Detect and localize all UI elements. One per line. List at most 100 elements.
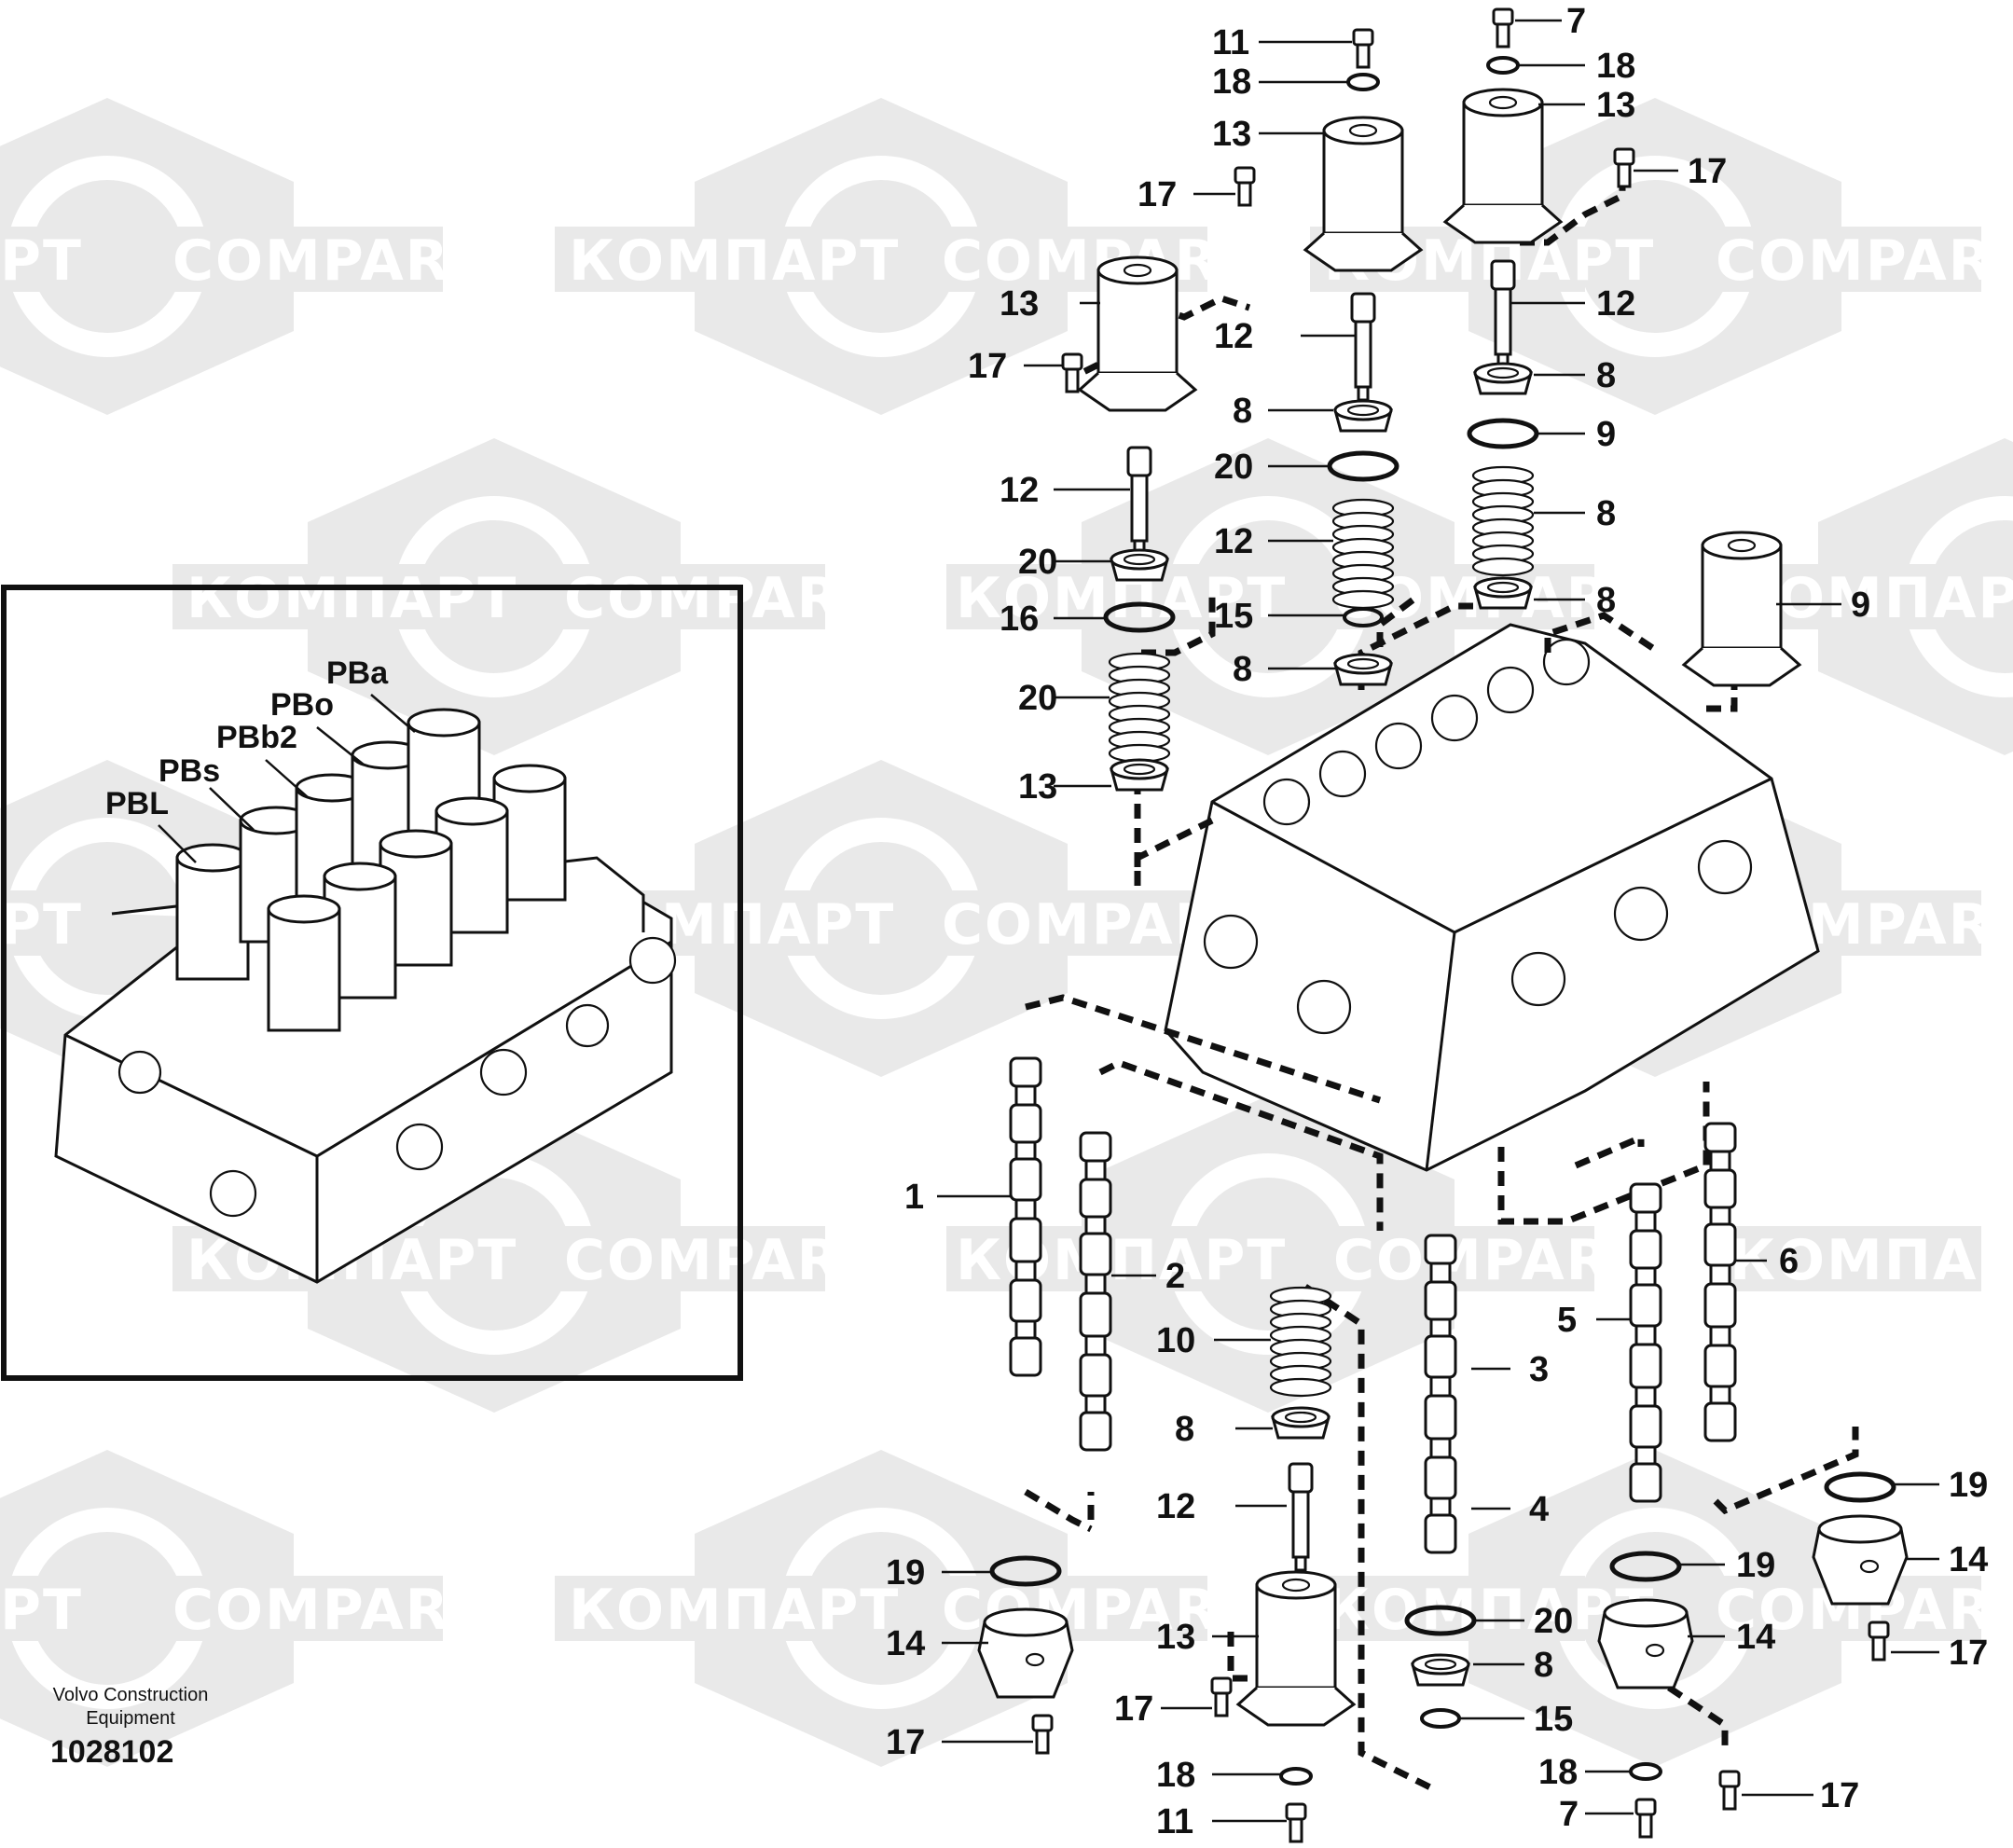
document-number: 1028102 — [50, 1734, 174, 1770]
callout-9: 20 — [1018, 679, 1057, 718]
seat — [1333, 399, 1393, 433]
callout-19: 19 — [1949, 1466, 1988, 1505]
callout-10: 10 — [1156, 1321, 1195, 1360]
callout-8: 8 — [1596, 356, 1616, 395]
callout-13: 13 — [1596, 86, 1635, 125]
callout-17: 17 — [886, 1723, 925, 1762]
o-ring — [1827, 1474, 1894, 1500]
spring — [1269, 1286, 1332, 1398]
callout-18: 18 — [1212, 62, 1251, 102]
callout-18: 18 — [1538, 1753, 1578, 1792]
callout-12: 12 — [1596, 284, 1635, 324]
end-cap — [1597, 1598, 1694, 1689]
callout-4: 4 — [1529, 1490, 1549, 1529]
spool-1 — [1009, 1056, 1042, 1377]
callout-12: 12 — [1214, 317, 1253, 356]
callout-5: 5 — [1557, 1301, 1577, 1340]
callout-20: 20 — [1534, 1602, 1573, 1641]
seat — [1473, 576, 1533, 610]
callout-8: 8 — [1175, 1410, 1194, 1449]
inset-frame — [1, 585, 743, 1381]
callout-6: 6 — [1779, 1242, 1799, 1281]
inset-label-pbl: PBL — [105, 786, 169, 821]
callout-13: 13 — [1000, 284, 1039, 324]
inset-solenoid — [267, 764, 567, 1032]
watermark-brand: COMPART — [172, 1578, 488, 1643]
washer — [1346, 73, 1380, 91]
washer — [1420, 1708, 1461, 1729]
bolt — [1868, 1620, 1890, 1662]
callout-13: 13 — [1212, 115, 1251, 154]
spool-6 — [1703, 1122, 1737, 1442]
callout-20: 20 — [1214, 448, 1253, 487]
callout-19: 19 — [886, 1553, 925, 1593]
seat — [1411, 1653, 1470, 1687]
spool-3 — [1424, 1234, 1457, 1554]
callout-14: 14 — [1736, 1618, 1775, 1657]
callout-17: 17 — [1137, 175, 1177, 214]
pin — [1350, 292, 1376, 402]
callout-12: 12 — [1000, 471, 1039, 510]
watermark-fragment: PT — [0, 228, 83, 294]
watermark-brand-cyrillic: КОМПАРТ — [569, 1578, 900, 1643]
solenoid-cap — [1682, 531, 1801, 687]
callout-13: 9 — [1851, 586, 1870, 625]
callout-8: 8 — [1534, 1646, 1553, 1685]
inset-solenoid-pbl — [175, 843, 250, 981]
bolt — [1285, 1802, 1307, 1843]
callout-8: 13 — [1018, 767, 1057, 807]
seat — [1110, 758, 1169, 792]
washer — [1279, 1767, 1313, 1786]
spool-5 — [1629, 1182, 1662, 1503]
main-valve-block — [1164, 623, 1820, 1172]
callout-11: 11 — [1156, 1802, 1193, 1841]
callout-8: 8 — [1233, 650, 1252, 689]
o-ring — [1330, 453, 1397, 479]
end-cap — [977, 1607, 1074, 1699]
spool-2 — [1079, 1131, 1112, 1452]
seat — [1333, 653, 1393, 686]
solenoid-cap — [1303, 116, 1423, 272]
watermark-brand-cyrillic: КОМПАРТ — [186, 566, 517, 631]
watermark-brand-cyrillic: КОМПАРТ — [1730, 1228, 2013, 1293]
callout-13: 13 — [1156, 1618, 1195, 1657]
inset-label-pbo: PBo — [270, 687, 334, 723]
callout-8: 8 — [1233, 392, 1252, 431]
seat — [1110, 548, 1169, 582]
end-cap — [1812, 1514, 1909, 1606]
credit-line-2: Equipment — [86, 1708, 175, 1729]
bolt — [1492, 7, 1514, 48]
watermark-brand-cyrillic: КОМПАРТ — [956, 1228, 1287, 1293]
bolt — [1352, 28, 1374, 69]
callout-8: 8 — [1596, 581, 1616, 620]
callout-leaders — [937, 19, 1939, 1823]
callout-20: 9 — [1596, 415, 1616, 454]
watermark-brand: COMPART — [1333, 1228, 1648, 1293]
callout-3: 3 — [1529, 1350, 1549, 1389]
callout-20: 16 — [1000, 600, 1039, 639]
o-ring — [1469, 421, 1537, 447]
spring — [1471, 465, 1535, 577]
callout-15: 15 — [1214, 597, 1253, 636]
callout-18: 18 — [1156, 1756, 1195, 1795]
inset-assembly-view: PBa PBo PBb2 PBs PBL — [1, 585, 743, 1381]
callout-7: 7 — [1566, 2, 1586, 41]
seat — [1473, 362, 1533, 395]
washer — [1343, 607, 1384, 627]
callout-17: 17 — [1820, 1776, 1859, 1815]
callout-17: 17 — [1114, 1689, 1153, 1729]
seat — [1271, 1406, 1331, 1440]
spring — [1108, 652, 1171, 764]
watermark-brand-cyrillic: КОМПАРТ — [569, 228, 900, 294]
inset-label-pbs: PBs — [159, 753, 220, 789]
bolt — [1613, 147, 1635, 188]
watermark-brand: COMPART — [1716, 228, 2013, 294]
watermark-fragment: PT — [0, 892, 83, 958]
watermark-brand: COMPART — [172, 228, 488, 294]
watermark-brand: COMPART — [564, 566, 879, 631]
callout-7: 7 — [1559, 1795, 1579, 1834]
spring — [1331, 498, 1395, 610]
bolt — [1061, 352, 1083, 393]
stack-top-middle — [1234, 28, 1423, 686]
